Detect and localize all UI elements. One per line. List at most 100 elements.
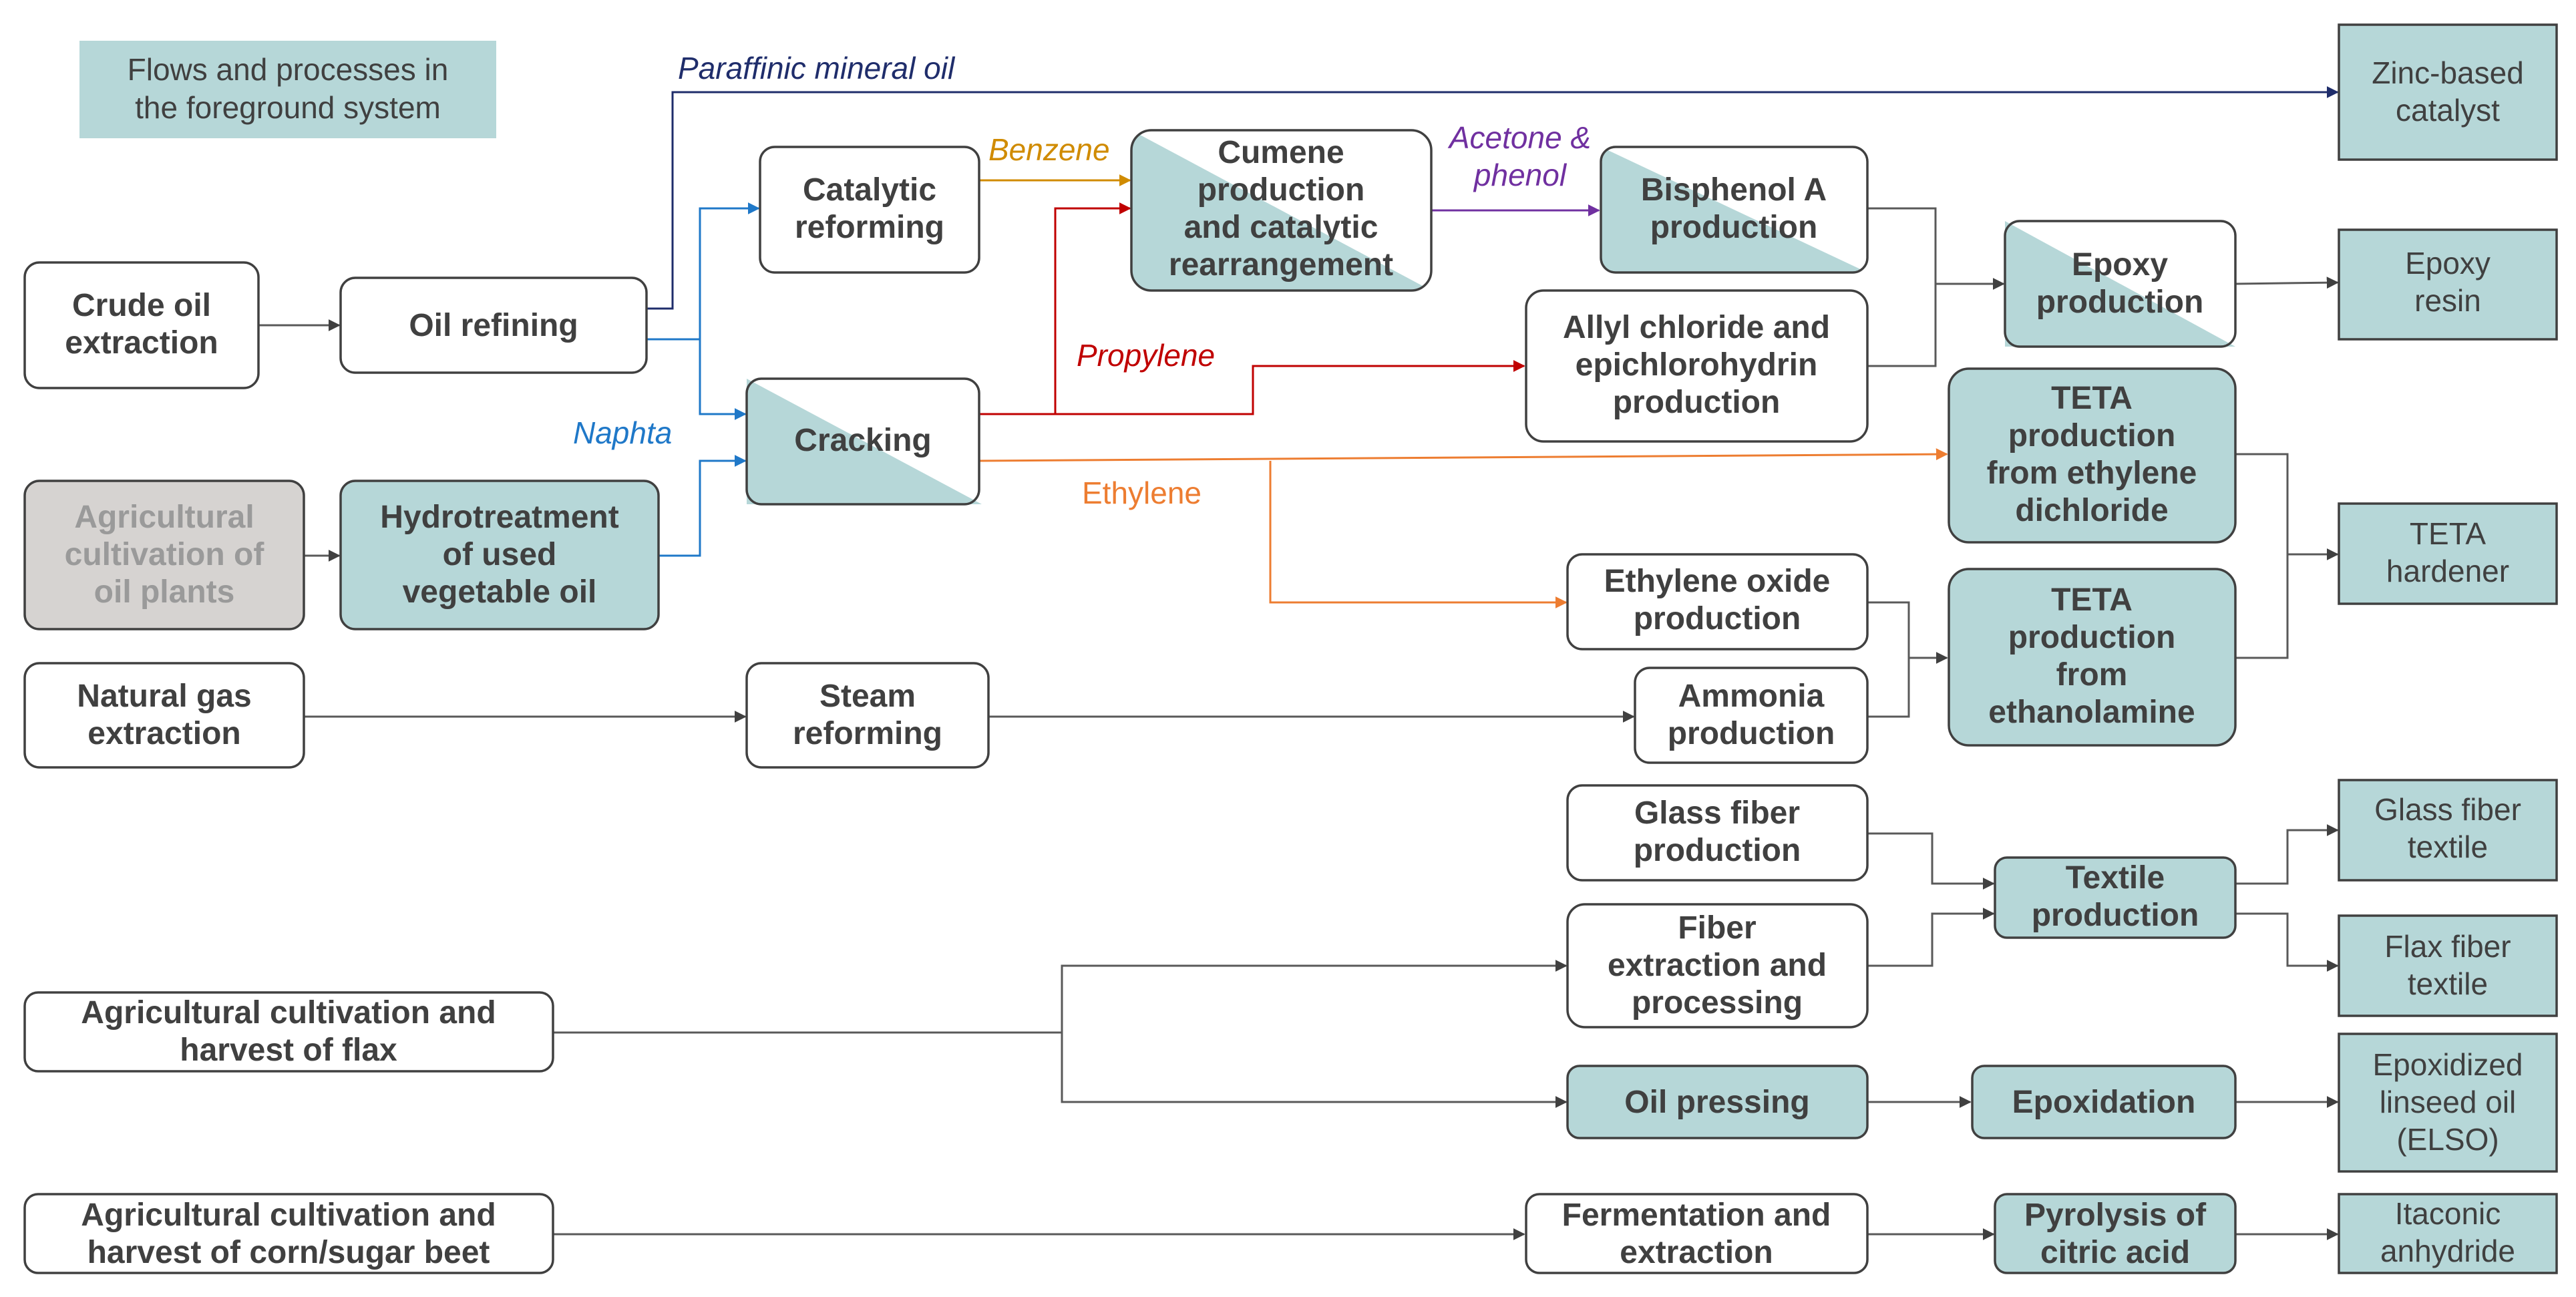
process-natural-gas: Natural gas extraction [23, 662, 305, 769]
process-box [1948, 367, 2237, 544]
process-label: Steam [819, 679, 916, 714]
product-label: Glass fiber [2374, 792, 2521, 827]
flow-label-ethylene: Ethylene [1082, 476, 1202, 510]
process-cracking: Cracking [745, 377, 982, 506]
flow-line-bisphenol-epoxy [1867, 207, 1937, 367]
process-box-fill [2005, 221, 2235, 347]
process-label: production [2032, 898, 2199, 933]
process-box [1566, 784, 1869, 882]
flow-line-refining-catalytic [647, 202, 760, 341]
flow-label-acetone: phenol [1473, 158, 1568, 192]
connectors [258, 86, 2339, 1240]
process-label: Epoxy [2072, 247, 2168, 283]
process-epoxy-production: Epoxy production [2004, 220, 2237, 348]
process-steam-reforming: Steam reforming [745, 662, 990, 769]
process-agri-oil-plants: Agricultural cultivation of oil plants [23, 480, 305, 630]
process-glass-fiber: Glass fiber production [1566, 784, 1869, 882]
process-crude-oil: Crude oil extraction [23, 261, 260, 389]
process-label: from [2056, 657, 2128, 693]
flow-line-hydro-cracking [659, 455, 747, 557]
process-box [23, 991, 554, 1073]
process-agri-corn: Agricultural cultivation and harvest of … [23, 1193, 554, 1274]
process-box-border [1130, 129, 1433, 292]
process-label: Epoxidation [2012, 1085, 2196, 1120]
flow-line-flax-oil [1061, 1033, 1568, 1108]
product-zinc-catalyst: Zinc-based catalyst [2338, 23, 2558, 161]
product-label: Epoxidized [2372, 1047, 2523, 1082]
process-label: of used [443, 537, 557, 572]
flow-line-textile-glass [2235, 824, 2339, 885]
process-label: Cumene [1218, 135, 1344, 170]
process-box [1525, 1193, 1869, 1274]
process-box [759, 146, 980, 274]
process-label: extraction [65, 325, 218, 361]
flow-label-benzene: Benzene [988, 132, 1110, 167]
process-box [1994, 1193, 2237, 1274]
process-epoxidation: Epoxidation [1971, 1065, 2237, 1139]
process-box-fill [1601, 147, 1867, 272]
process-box [1566, 553, 1869, 651]
process-ethylene-oxide: Ethylene oxide production [1566, 553, 1869, 651]
product-label: Zinc-based [2372, 55, 2524, 90]
process-label: production [1198, 172, 1365, 208]
flow-line-glass-textile [1867, 832, 1995, 890]
process-label: Fiber [1678, 910, 1756, 946]
process-box [23, 662, 305, 769]
product-box [2338, 502, 2558, 605]
flow-line-paraffinic [647, 86, 2339, 310]
product-label: Epoxy [2405, 246, 2491, 281]
process-label: TETA [2051, 582, 2133, 618]
process-fermentation: Fermentation and extraction [1525, 1193, 1869, 1274]
product-box [2338, 23, 2558, 161]
process-label: epichlorohydrin [1576, 347, 1818, 383]
product-label: Flax fiber [2384, 929, 2511, 964]
process-textile: Textile production [1994, 856, 2237, 939]
product-label: anhydride [2380, 1234, 2515, 1268]
process-label: Oil refining [409, 308, 578, 343]
product-epoxy-resin: Epoxy resin [2338, 228, 2558, 341]
process-label: production [2008, 620, 2176, 655]
process-label: Glass fiber [1634, 795, 1800, 831]
flow-line-ethylene-teta [978, 448, 1948, 462]
flow-label-naphta: Naphta [573, 415, 672, 450]
process-cumene: Cumene production and catalytic rearrang… [1130, 129, 1433, 292]
process-box [23, 261, 260, 389]
legend-swatch [79, 41, 496, 138]
process-oil-pressing: Oil pressing [1566, 1065, 1869, 1139]
process-label: harvest of corn/sugar beet [87, 1235, 490, 1270]
process-label: Catalytic [803, 172, 936, 208]
process-label: Ethylene oxide [1604, 564, 1831, 599]
process-label: production [1668, 716, 1835, 751]
process-box-fill [747, 379, 982, 504]
process-label: production [1650, 210, 1818, 245]
process-label: dichloride [2015, 493, 2168, 528]
legend-text: the foreground system [135, 90, 441, 125]
flow-line-propylene-cumene [979, 202, 1131, 415]
process-box-border [745, 377, 980, 506]
process-label: Agricultural cultivation and [81, 1197, 496, 1233]
flow-line-epoxy-resin [2235, 276, 2339, 289]
product-label: (ELSO) [2396, 1122, 2499, 1157]
process-label: Ammonia [1678, 679, 1825, 714]
process-box [339, 480, 660, 630]
process-box-border [2004, 220, 2237, 348]
process-label: extraction [87, 716, 240, 751]
process-agri-flax: Agricultural cultivation and harvest of … [23, 991, 554, 1073]
flow-line-flax-fiber [553, 960, 1568, 1034]
process-box [23, 1193, 554, 1274]
process-teta-edc: TETA production from ethylene dichloride [1948, 367, 2237, 544]
process-label: Textile [2066, 860, 2165, 896]
process-box [1948, 568, 2237, 747]
process-label: production [2008, 418, 2176, 453]
flow-line-teta-hardener [2235, 453, 2289, 659]
process-label: Crude oil [72, 288, 211, 323]
process-label: Pyrolysis of [2024, 1197, 2207, 1233]
product-label: textile [2408, 829, 2488, 864]
process-box [1566, 1065, 1869, 1139]
process-box [1566, 903, 1869, 1029]
process-label: Hydrotreatment [380, 500, 618, 535]
process-box [1994, 856, 2237, 939]
product-label: linseed oil [2380, 1085, 2517, 1119]
process-hydrotreatment: Hydrotreatment of used vegetable oil [339, 480, 660, 630]
process-box-border [1600, 146, 1869, 274]
